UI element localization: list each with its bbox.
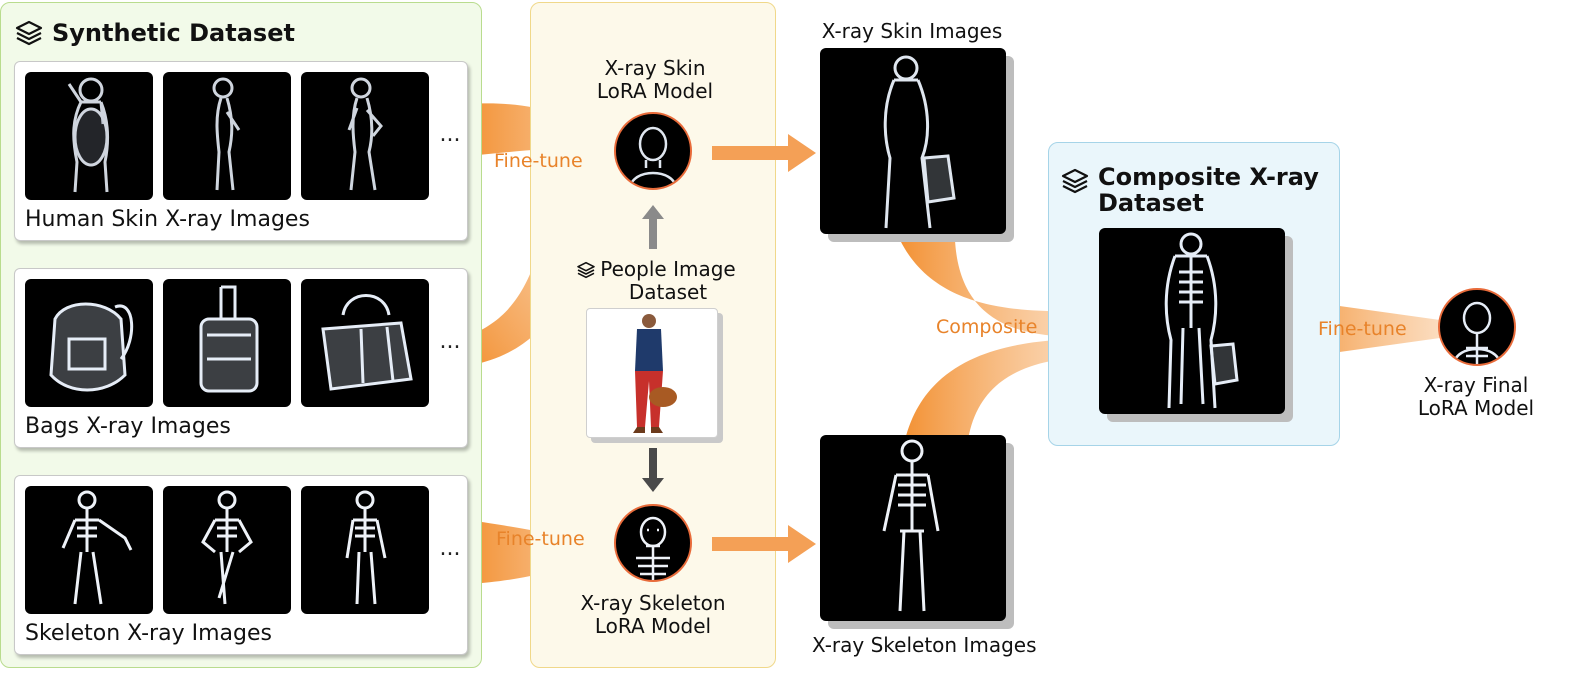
bags-card: ... Bags X-ray Images — [14, 268, 468, 448]
composite-dataset-header: Composite X-ray Dataset — [1060, 164, 1319, 216]
skin-images-image — [820, 48, 1006, 234]
skin-lora-model-label: X-ray Skin LoRA Model — [596, 56, 714, 103]
people-dataset-label-group: People Image Dataset — [556, 258, 756, 304]
down-arrow — [642, 448, 664, 492]
arrow-to-skin-images — [712, 134, 816, 172]
skeleton-thumb-1 — [25, 486, 153, 614]
up-arrow — [642, 205, 664, 249]
final-lora-model-label: X-ray Final LoRA Model — [1417, 373, 1535, 420]
skin-images-label: X-ray Skin Images — [821, 19, 1003, 43]
skeleton-label: Skeleton X-ray Images — [25, 621, 272, 646]
human-skin-thumb-3 — [301, 72, 429, 200]
bags-thumb-3 — [301, 279, 429, 407]
human-skin-ellipsis: ... — [439, 122, 461, 147]
layers-icon — [1061, 168, 1089, 194]
finetune-final-label: Fine-tune — [1318, 318, 1407, 340]
finetune-bottom-label: Fine-tune — [496, 528, 585, 550]
skeleton-thumb-3 — [301, 486, 429, 614]
skeleton-thumb-2 — [163, 486, 291, 614]
finetune-top-label: Fine-tune — [494, 150, 583, 172]
composite-dataset-title: Composite X-ray Dataset — [1098, 163, 1319, 217]
synthetic-dataset-header: Synthetic Dataset — [14, 18, 295, 48]
human-skin-label: Human Skin X-ray Images — [25, 207, 310, 232]
final-lora-model-avatar — [1438, 288, 1516, 366]
skin-lora-model-avatar — [614, 112, 692, 190]
human-skin-thumb-2 — [163, 72, 291, 200]
synthetic-dataset-title: Synthetic Dataset — [52, 19, 295, 47]
layers-icon — [577, 261, 596, 279]
ribbon-skeleton-to-composite — [905, 338, 1100, 440]
human-skin-card: ... Human Skin X-ray Images — [14, 61, 468, 241]
skeleton-images-label: X-ray Skeleton Images — [812, 633, 1037, 657]
skeleton-images-image — [820, 435, 1006, 621]
arrow-to-skeleton-images — [712, 525, 816, 563]
bags-ellipsis: ... — [439, 329, 461, 354]
skeleton-ellipsis: ... — [439, 536, 461, 561]
layers-icon — [15, 20, 43, 46]
people-dataset-label: People Image Dataset — [600, 257, 736, 304]
bags-thumb-1 — [25, 279, 153, 407]
composite-image — [1099, 228, 1285, 414]
people-photo — [586, 308, 718, 438]
skeleton-card: ... Skeleton X-ray Images — [14, 475, 468, 655]
bags-thumb-2 — [163, 279, 291, 407]
skeleton-lora-model-avatar — [614, 504, 692, 582]
bags-label: Bags X-ray Images — [25, 414, 231, 439]
skeleton-lora-model-label: X-ray Skeleton LoRA Model — [580, 591, 726, 638]
composite-label: Composite — [936, 316, 1038, 338]
human-skin-thumb-1 — [25, 72, 153, 200]
